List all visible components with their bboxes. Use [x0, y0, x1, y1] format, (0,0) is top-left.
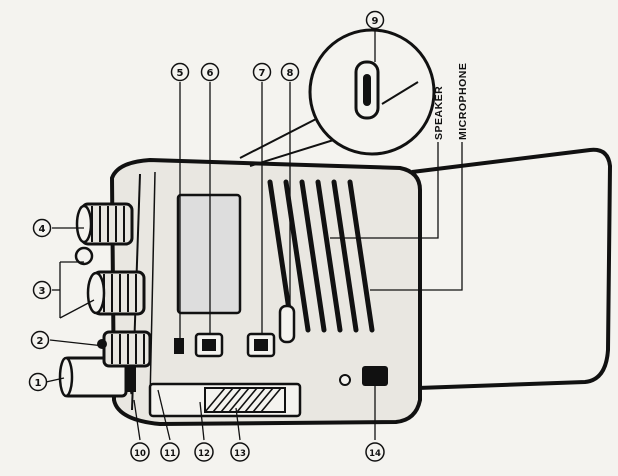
- display-window: [176, 193, 242, 315]
- callout-3: 3: [32, 280, 52, 300]
- callout-13: 13: [230, 442, 250, 462]
- speaker-label: SPEAKER: [433, 86, 445, 140]
- battery-latch: [362, 366, 388, 386]
- svg-text:3: 3: [39, 286, 46, 297]
- callout-10: 10: [130, 442, 150, 462]
- svg-text:13: 13: [234, 449, 246, 459]
- microphone-label: MICROPHONE: [457, 63, 469, 140]
- callout-12: 12: [194, 442, 214, 462]
- svg-text:12: 12: [198, 449, 210, 459]
- svg-text:6: 6: [207, 68, 214, 79]
- svg-text:10: 10: [134, 449, 146, 459]
- svg-text:2: 2: [37, 336, 44, 347]
- connector-13-hatch: [204, 387, 282, 413]
- button-7-inner: [254, 339, 268, 351]
- svg-text:5: 5: [177, 68, 184, 79]
- callout-2: 2: [30, 330, 50, 350]
- connector-13: [204, 387, 286, 413]
- channel-knob: [75, 202, 134, 246]
- button-6-inner: [202, 339, 216, 351]
- latch-screw: [339, 374, 351, 386]
- callout-9: 9: [365, 10, 385, 30]
- callout-7: 7: [252, 62, 272, 82]
- magnified-detail: [239, 28, 436, 167]
- svg-text:11: 11: [164, 449, 176, 459]
- callout-14: 14: [365, 442, 385, 462]
- svg-text:8: 8: [287, 68, 294, 79]
- svg-text:9: 9: [372, 16, 379, 27]
- callout-5: 5: [170, 62, 190, 82]
- callout-4: 4: [32, 218, 52, 238]
- svg-text:4: 4: [39, 224, 46, 235]
- svg-text:14: 14: [369, 449, 381, 459]
- callout-1: 1: [28, 372, 48, 392]
- callout-6: 6: [200, 62, 220, 82]
- microphone-slot: [278, 304, 296, 344]
- svg-text:1: 1: [35, 378, 42, 389]
- volume-knob: [97, 330, 152, 368]
- svg-text:7: 7: [259, 68, 266, 79]
- led-indicator: [174, 338, 184, 354]
- callout-11: 11: [160, 442, 180, 462]
- squelch-knob: [74, 246, 146, 316]
- battery-pack-outline: [411, 147, 613, 390]
- leader-lines: [45, 30, 463, 441]
- callout-8: 8: [280, 62, 300, 82]
